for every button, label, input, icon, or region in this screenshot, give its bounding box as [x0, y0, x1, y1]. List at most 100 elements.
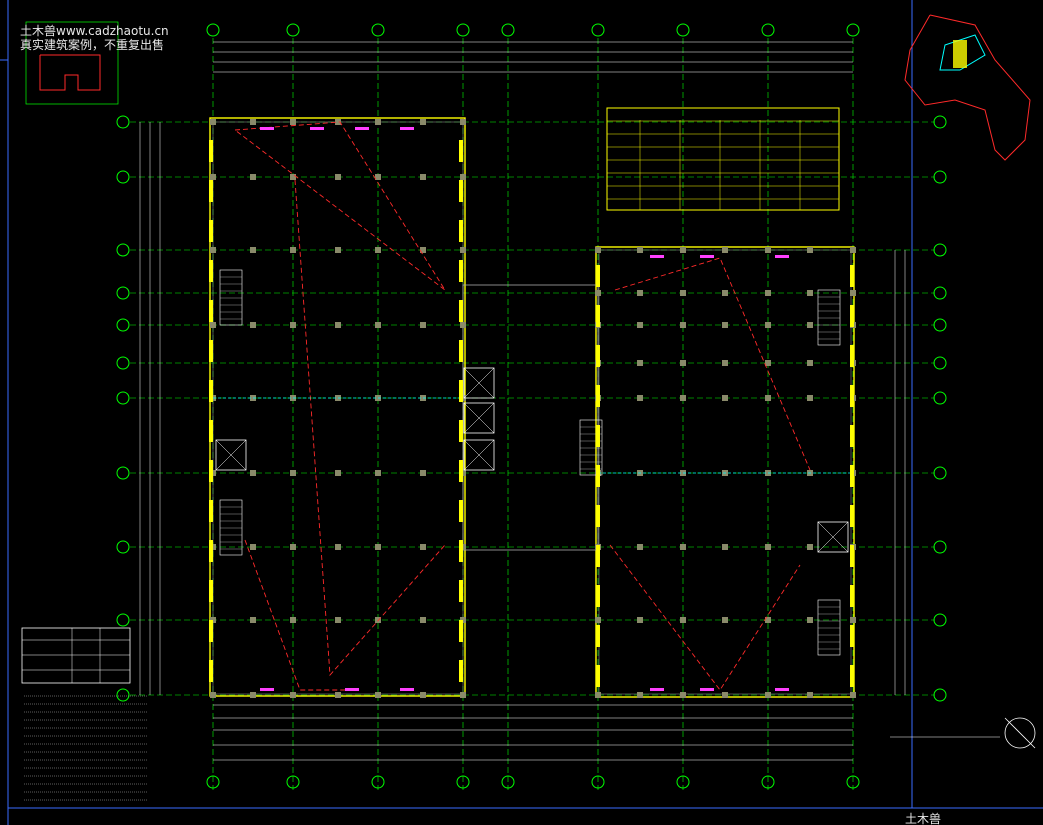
- structural-column: [250, 119, 256, 125]
- stair-well: [817, 289, 841, 346]
- grid-bubble-bottom: [456, 775, 470, 789]
- structural-column: [335, 174, 341, 180]
- evacuation-path: [234, 121, 446, 291]
- grid-bubble-left: [116, 613, 130, 627]
- structural-column: [335, 617, 341, 623]
- wall-segment: [209, 540, 213, 562]
- structural-column: [850, 290, 856, 296]
- door-tag: [400, 688, 414, 691]
- structural-column: [850, 247, 856, 253]
- structural-column: [460, 119, 466, 125]
- wall-segment: [459, 420, 463, 442]
- structural-column: [420, 470, 426, 476]
- wall-segment: [596, 505, 600, 527]
- structural-column: [420, 174, 426, 180]
- wall-segment: [596, 465, 600, 487]
- structural-column: [460, 692, 466, 698]
- grid-bubble-left: [116, 356, 130, 370]
- wall-segment: [459, 500, 463, 522]
- wall-segment: [596, 625, 600, 647]
- door-tag: [355, 127, 369, 130]
- elevator-cross: [817, 521, 849, 553]
- elevator-shaft: [463, 402, 495, 434]
- structural-column: [335, 544, 341, 550]
- grid-bubble-right: [933, 466, 947, 480]
- structural-column: [807, 322, 813, 328]
- grid-bubble-right: [933, 613, 947, 627]
- elevator-cross: [463, 439, 495, 471]
- grid-bubble-right: [933, 170, 947, 184]
- site-boundary: [904, 14, 1031, 161]
- structural-column: [420, 692, 426, 698]
- wall-segment: [459, 540, 463, 562]
- structural-column: [250, 322, 256, 328]
- wall-segment: [596, 545, 600, 567]
- wall-segment: [850, 665, 854, 687]
- wall-segment: [209, 580, 213, 602]
- wall-segment: [459, 140, 463, 162]
- structural-column: [420, 544, 426, 550]
- door-tag: [775, 255, 789, 258]
- structural-column: [290, 119, 296, 125]
- wall-segment: [209, 180, 213, 202]
- wall-segment: [850, 545, 854, 567]
- structural-column: [210, 247, 216, 253]
- structural-column: [250, 692, 256, 698]
- structural-column: [210, 174, 216, 180]
- structural-column: [637, 395, 643, 401]
- wall-segment: [209, 620, 213, 642]
- structural-column: [460, 322, 466, 328]
- wall-segment: [459, 260, 463, 282]
- structural-column: [290, 544, 296, 550]
- structural-column: [290, 322, 296, 328]
- grid-bubble-left: [116, 115, 130, 129]
- structural-column: [250, 617, 256, 623]
- structural-column: [807, 290, 813, 296]
- structural-column: [680, 617, 686, 623]
- structural-column: [290, 692, 296, 698]
- stair-well: [579, 419, 603, 476]
- grid-bubble-right: [933, 286, 947, 300]
- wall-segment: [209, 260, 213, 282]
- structural-column: [680, 395, 686, 401]
- wall-segment: [850, 385, 854, 407]
- grid-bubble-top: [676, 23, 690, 37]
- structural-column: [290, 247, 296, 253]
- structural-column: [807, 395, 813, 401]
- wall-segment: [459, 460, 463, 482]
- door-tag: [310, 127, 324, 130]
- structural-column: [680, 692, 686, 698]
- wall-segment: [596, 345, 600, 367]
- door-tag: [700, 688, 714, 691]
- structural-column: [335, 692, 341, 698]
- wall-segment: [850, 465, 854, 487]
- door-tag: [650, 688, 664, 691]
- structural-column: [807, 360, 813, 366]
- grid-bubble-bottom: [761, 775, 775, 789]
- grid-bubble-top: [456, 23, 470, 37]
- site-highlight: [953, 40, 967, 68]
- grid-bubble-top: [371, 23, 385, 37]
- wall-segment: [850, 265, 854, 287]
- structural-column: [375, 617, 381, 623]
- structural-column: [637, 247, 643, 253]
- structural-column: [637, 692, 643, 698]
- structural-column: [722, 617, 728, 623]
- wall-segment: [459, 300, 463, 322]
- structural-column: [595, 247, 601, 253]
- structural-column: [460, 174, 466, 180]
- grid-bubble-bottom: [846, 775, 860, 789]
- elevator-cross: [463, 402, 495, 434]
- wall-segment: [209, 140, 213, 162]
- grid-bubble-left: [116, 540, 130, 554]
- grid-bubble-top: [761, 23, 775, 37]
- structural-column: [595, 617, 601, 623]
- elevator-shaft: [215, 439, 247, 471]
- door-tag: [700, 255, 714, 258]
- grid-bubble-right: [933, 318, 947, 332]
- wall-segment: [850, 425, 854, 447]
- structural-column: [680, 360, 686, 366]
- grid-bubble-left: [116, 170, 130, 184]
- structural-column: [335, 322, 341, 328]
